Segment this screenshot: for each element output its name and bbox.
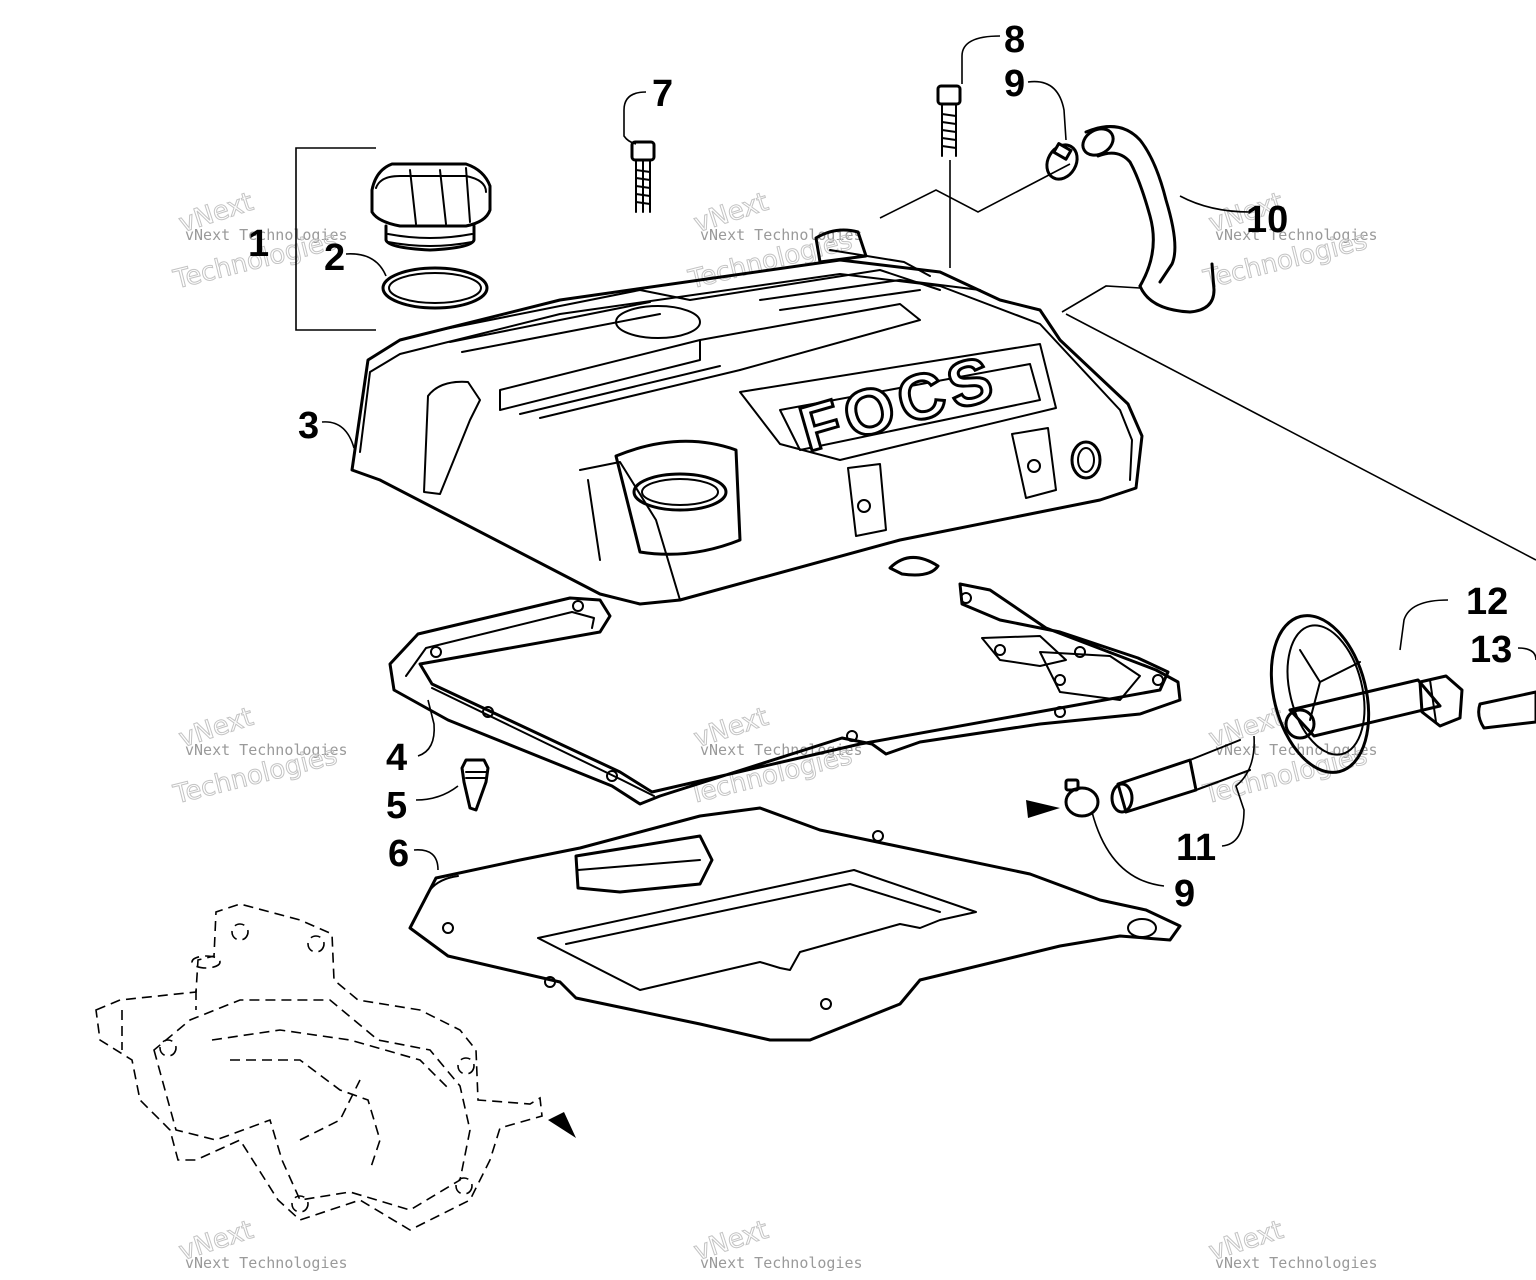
leader-5 bbox=[415, 785, 459, 801]
oil-filler-cap bbox=[370, 162, 492, 252]
breather-hose bbox=[1081, 125, 1216, 314]
o-ring bbox=[381, 266, 489, 310]
leader-2 bbox=[345, 253, 387, 277]
watermark-brand: vNext Technologies bbox=[1215, 1254, 1378, 1272]
leader-8 bbox=[961, 35, 1001, 84]
crankcase-phantom bbox=[95, 903, 576, 1231]
oil-strainer bbox=[1269, 614, 1464, 774]
callout-4: 4 bbox=[386, 737, 407, 779]
leader-11 bbox=[1221, 735, 1255, 847]
hose-route-line-mid bbox=[1061, 285, 1141, 313]
watermark-brand: vNext Technologies bbox=[1215, 226, 1378, 244]
watermark-brand: vNext Technologies bbox=[185, 1254, 348, 1272]
bolt-8 bbox=[936, 84, 962, 157]
leader-9-upper bbox=[1027, 80, 1067, 141]
oil-hose-lower bbox=[1110, 739, 1251, 814]
callout-13: 13 bbox=[1470, 629, 1512, 671]
callout-9-upper: 9 bbox=[1004, 63, 1025, 105]
watermark-brand: vNext Technologies bbox=[185, 741, 348, 759]
watermark-brand: vNext Technologies bbox=[185, 226, 348, 244]
callout-6: 6 bbox=[388, 833, 409, 875]
callout-8: 8 bbox=[1004, 19, 1025, 61]
o-ring-inner bbox=[388, 272, 482, 304]
callout-7: 7 bbox=[652, 73, 673, 115]
valve-cover: FOCS bbox=[350, 228, 1144, 606]
callout-11: 11 bbox=[1176, 827, 1216, 869]
callout-5: 5 bbox=[386, 785, 407, 827]
callout-10: 10 bbox=[1246, 199, 1288, 241]
leader-9-lower bbox=[1091, 811, 1165, 887]
leader-7 bbox=[623, 91, 647, 145]
callout-3: 3 bbox=[298, 405, 319, 447]
callout-2: 2 bbox=[324, 237, 345, 279]
valve-cover-gasket bbox=[388, 582, 1182, 806]
leader-4 bbox=[417, 699, 435, 757]
callout-9-lower: 9 bbox=[1174, 873, 1195, 915]
hose-clamp-lower bbox=[1026, 778, 1100, 818]
leader-10 bbox=[1179, 195, 1251, 213]
leader-12 bbox=[1399, 599, 1449, 651]
base-plate bbox=[408, 806, 1182, 1042]
leader-3 bbox=[321, 421, 355, 449]
hose-clamp-upper bbox=[1045, 142, 1079, 181]
callout-labels: 1 2 3 4 5 6 7 8 9 9 10 11 12 13 bbox=[248, 19, 1512, 915]
arrow-marker-left bbox=[548, 1112, 576, 1138]
fitting-5 bbox=[460, 758, 490, 812]
leader-6 bbox=[413, 849, 439, 871]
watermark-brand: vNext Technologies bbox=[700, 226, 863, 244]
callout-1: 1 bbox=[248, 223, 269, 265]
watermark-group: vNext vNext Technologies Technologies vN… bbox=[169, 187, 1378, 1272]
hose-route-line-upper bbox=[879, 163, 1071, 219]
watermark-brand: vNext Technologies bbox=[700, 1254, 863, 1272]
hose-route-line-long bbox=[1065, 313, 1536, 561]
bracket-1 bbox=[295, 147, 376, 331]
bolt-7 bbox=[630, 140, 656, 213]
callout-12: 12 bbox=[1466, 581, 1508, 623]
arrow-marker-right bbox=[1026, 800, 1060, 818]
